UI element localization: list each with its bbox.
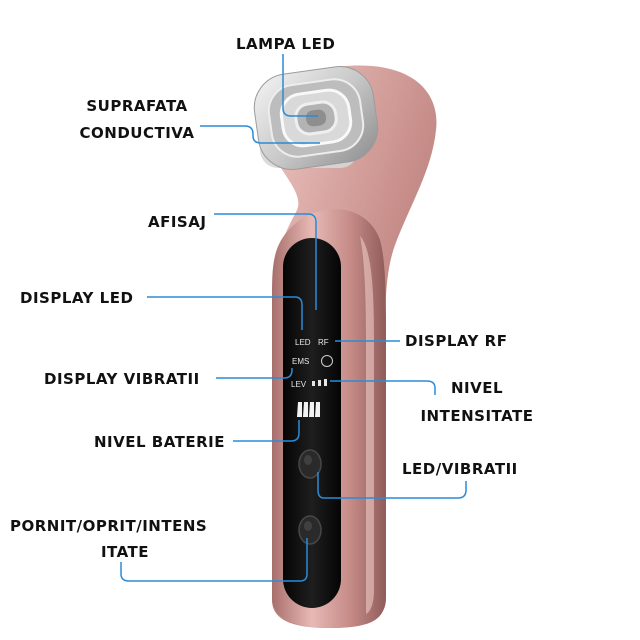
leader-display-led (147, 296, 303, 330)
label-nivel-line1: NIVEL (450, 379, 504, 397)
leader-nivel-baterie (233, 420, 300, 442)
leader-suprafata (200, 125, 320, 144)
display-panel (283, 238, 341, 608)
leader-lampa-led (282, 54, 318, 117)
label-pornit-line2: ITATE (100, 543, 150, 561)
battery-level-icon (297, 402, 320, 417)
label-display-rf: DISPLAY RF (405, 332, 508, 350)
label-nivel-line2: INTENSITATE (420, 407, 534, 425)
led-vibration-button[interactable] (298, 449, 322, 479)
label-pornit-line1: PORNIT/OPRIT/INTENS (10, 517, 208, 535)
screen-rf-text: RF (318, 338, 329, 347)
label-afisaj: AFISAJ (148, 213, 207, 231)
conductive-head (253, 66, 379, 170)
label-display-vibratii: DISPLAY VIBRATII (44, 370, 200, 388)
display-contents: LED RF EMS LEV (291, 338, 333, 545)
power-intensity-button[interactable] (298, 515, 322, 545)
device-highlight (360, 236, 374, 614)
leader-lines (120, 54, 467, 582)
label-lampa-led: LAMPA LED (236, 35, 336, 53)
screen-lev-text: LEV (291, 380, 307, 389)
leader-led-vibratii (317, 472, 467, 499)
leader-pornit (120, 538, 308, 582)
label-suprafata-line2: CONDUCTIVA (79, 124, 195, 142)
screen-ems-text: EMS (292, 357, 309, 366)
leader-nivel-intensitate (330, 380, 436, 395)
screen-led-text: LED (295, 338, 311, 347)
leader-afisaj (214, 213, 317, 310)
intensity-bars-icon (312, 379, 327, 386)
ems-indicator-icon (321, 355, 333, 367)
label-suprafata-line1: SUPRAFATA (86, 97, 188, 115)
leader-display-vibratii (216, 368, 293, 379)
label-led-vibratii: LED/VIBRATII (402, 460, 518, 478)
label-display-led: DISPLAY LED (20, 289, 134, 307)
label-nivel-baterie: NIVEL BATERIE (94, 433, 226, 451)
